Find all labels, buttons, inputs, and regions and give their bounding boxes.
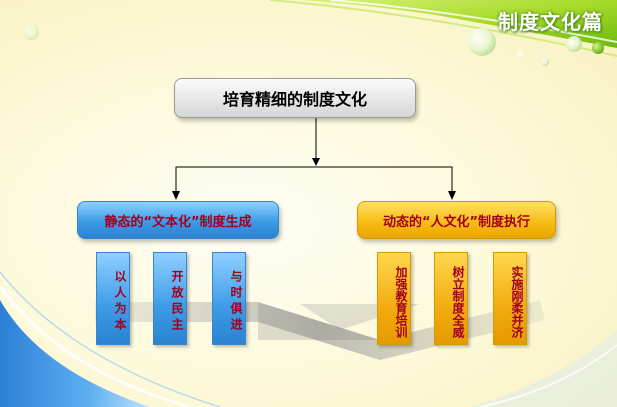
leaf-node: 加强教育培训 <box>377 252 411 345</box>
root-node: 培育精细的制度文化 <box>174 78 416 118</box>
branch-dynamic-node: 动态的“人文化”制度执行 <box>357 201 556 239</box>
leaf-label: 加强教育培训 <box>394 265 408 338</box>
page-title: 制度文化篇 <box>498 10 603 34</box>
leaf-node: 开放民主 <box>153 252 187 345</box>
leaf-node: 与时俱进 <box>212 252 246 345</box>
leaf-label: 实施刚柔并济 <box>510 265 524 338</box>
leaf-node: 树立制度全威 <box>434 252 468 345</box>
leaf-label: 以人为本 <box>113 269 127 334</box>
leaf-label: 与时俱进 <box>229 269 243 334</box>
leaf-node: 实施刚柔并济 <box>493 252 527 345</box>
leaf-label: 树立制度全威 <box>451 265 465 338</box>
leaf-label: 开放民主 <box>170 269 184 334</box>
branch-static-node: 静态的“文本化”制度生成 <box>77 201 279 239</box>
leaf-node: 以人为本 <box>96 252 130 345</box>
